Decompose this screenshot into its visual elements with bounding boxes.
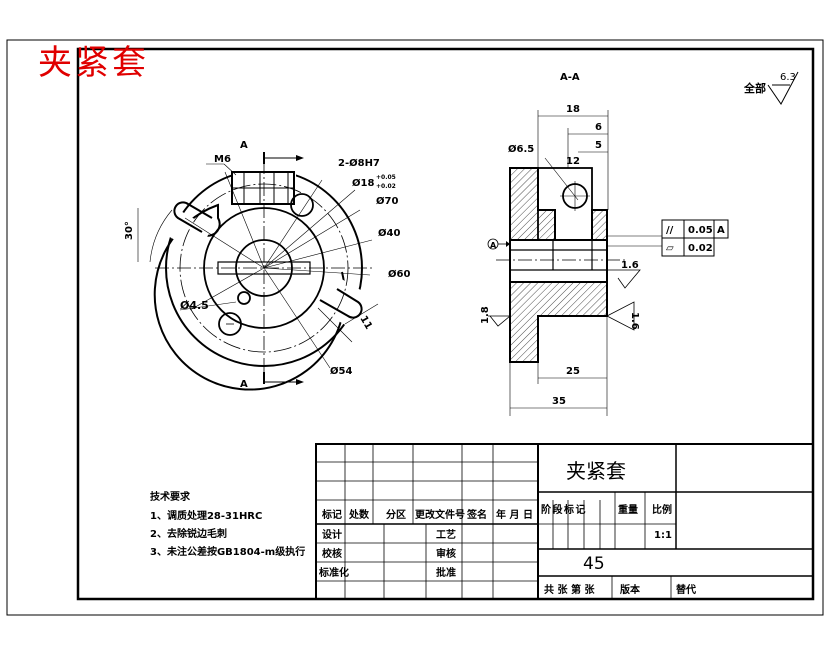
roughness-value: 6.3 — [780, 72, 796, 83]
dim-d54: Ø54 — [330, 365, 352, 377]
drawing-title-red: 夹紧套 — [38, 43, 149, 83]
section-view — [487, 110, 662, 416]
gdt-parallel-datum: A — [717, 225, 725, 236]
tb-standardize: 标准化 — [318, 566, 349, 579]
tb-design: 设计 — [322, 528, 342, 541]
gdt-parallel-symbol: // — [666, 225, 674, 236]
tb-scale-label: 比例 — [652, 503, 672, 516]
dim-holes-8h7: 2-Ø8H7 — [338, 157, 380, 169]
tech-req-item-3: 3、未注公差按GB1804-m级执行 — [150, 545, 305, 558]
dim-d18-tol-lower: +0.02 — [376, 183, 396, 190]
dim-w18: 18 — [566, 104, 580, 115]
dim-d18: Ø18 — [352, 177, 374, 189]
tb-process: 工艺 — [436, 528, 456, 541]
tb-review: 审核 — [436, 547, 456, 560]
dim-d70: Ø70 — [376, 195, 398, 207]
roughness-symbol — [767, 71, 799, 105]
section-arrow-label-top: A — [240, 140, 248, 151]
tb-weight: 重量 — [618, 503, 638, 516]
tb-header-signature: 签名 — [466, 508, 487, 521]
title-part-name: 夹紧套 — [566, 459, 626, 483]
outer-frame — [6, 39, 824, 616]
dim-w35: 35 — [552, 396, 566, 407]
tb-material: 45 — [583, 554, 605, 574]
title-block — [315, 443, 814, 600]
tb-replace: 替代 — [676, 583, 696, 596]
dim-m6: M6 — [214, 154, 231, 165]
gdt-flatness-symbol: ▱ — [666, 243, 674, 254]
dim-d4-5: Ø4.5 — [180, 299, 209, 312]
dim-d6-5: Ø6.5 — [508, 143, 534, 155]
front-view — [137, 152, 379, 391]
section-arrow-label-bottom: A — [240, 379, 248, 390]
tb-scale-value: 1:1 — [654, 530, 672, 541]
dim-d60: Ø60 — [388, 268, 410, 280]
roughness-1-8: 1.8 — [480, 306, 491, 324]
tech-req-heading: 技术要求 — [150, 490, 191, 503]
roughness-1-6-top: 1.6 — [621, 260, 639, 271]
dim-w12: 12 — [566, 156, 580, 167]
tb-header-mark: 标记 — [321, 508, 342, 521]
tb-header-date: 年 月 日 — [496, 508, 533, 521]
tb-stage-mark: 阶 段 标 记 — [541, 503, 585, 516]
tech-req-item-2: 2、去除锐边毛刺 — [150, 527, 227, 540]
roughness-1-6-right: 1.6 — [629, 312, 640, 330]
gdt-frame-flatness — [661, 237, 715, 257]
datum-a-label: A — [490, 241, 497, 250]
tb-sheets: 共 张 第 张 — [544, 583, 595, 596]
tb-header-count: 处数 — [348, 508, 370, 521]
roughness-prefix: 全部 — [743, 81, 766, 95]
tb-approve: 批准 — [436, 566, 456, 579]
dim-angle-30: 30° — [124, 221, 135, 240]
tb-version: 版本 — [620, 583, 641, 596]
gdt-flatness-value: 0.02 — [688, 243, 713, 254]
dim-w5: 5 — [595, 140, 602, 151]
dim-d40: Ø40 — [378, 227, 400, 239]
tb-header-change-doc: 更改文件号 — [415, 508, 465, 521]
tech-req-item-1: 1、调质处理28-31HRC — [150, 509, 262, 522]
dim-w25: 25 — [566, 366, 580, 377]
dim-d18-tol-upper: +0.05 — [376, 174, 396, 181]
section-label: A-A — [560, 72, 580, 83]
tb-header-zone: 分区 — [386, 508, 406, 521]
dim-w6: 6 — [595, 122, 602, 133]
gdt-parallel-value: 0.05 — [688, 225, 713, 236]
tb-check: 校核 — [322, 547, 342, 560]
